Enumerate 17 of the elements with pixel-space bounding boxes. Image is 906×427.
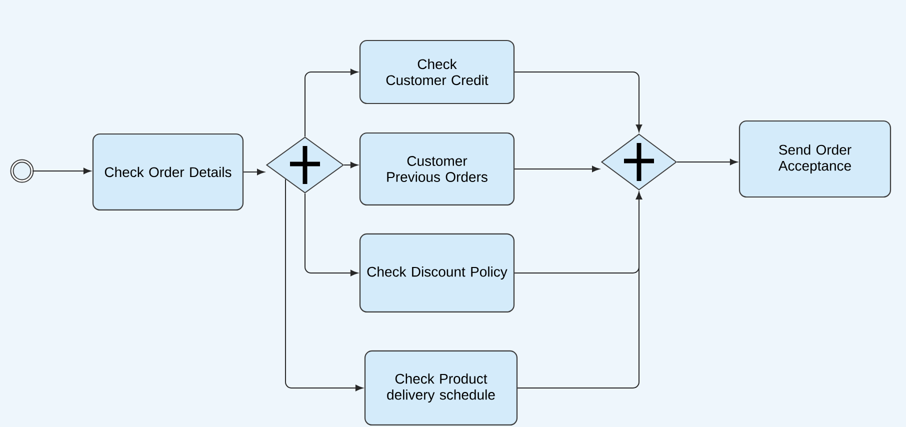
task-box: Check Product delivery schedule bbox=[364, 350, 518, 426]
arrow bbox=[514, 166, 600, 172]
arrow bbox=[285, 178, 363, 392]
arrow bbox=[304, 192, 358, 276]
task-box: Send Order Acceptance bbox=[738, 120, 892, 198]
arrow bbox=[344, 162, 358, 168]
task-box: Check Order Details bbox=[92, 133, 244, 211]
arrow bbox=[517, 192, 642, 388]
arrow bbox=[243, 168, 264, 176]
task-box: Check Customer Credit bbox=[359, 40, 515, 104]
arrow bbox=[32, 168, 91, 174]
arrow bbox=[304, 68, 358, 137]
task-box: Customer Previous Orders bbox=[359, 132, 515, 206]
task-box: Check Discount Policy bbox=[359, 233, 515, 313]
arrow bbox=[514, 72, 642, 132]
arrow bbox=[676, 158, 738, 166]
start-event-circle bbox=[10, 159, 34, 183]
